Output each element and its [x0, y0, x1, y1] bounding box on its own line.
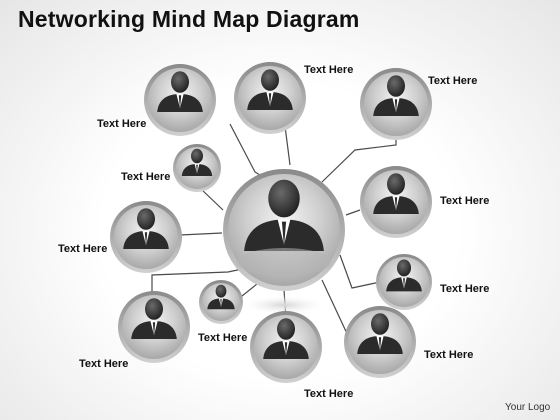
- node-9: [199, 280, 243, 324]
- person-icon: [244, 179, 324, 251]
- person-icon: [157, 71, 203, 112]
- node-10: [250, 311, 322, 383]
- person-icon: [357, 313, 403, 354]
- node-11: [344, 306, 416, 378]
- node-label: Text Here: [121, 171, 170, 183]
- node-label: Text Here: [79, 358, 128, 370]
- page-title: Networking Mind Map Diagram: [18, 6, 360, 32]
- person-icon: [373, 75, 419, 116]
- node-7: [376, 254, 432, 310]
- node-label: Text Here: [198, 332, 247, 344]
- node-circles: [110, 62, 432, 383]
- node-label: Text Here: [440, 283, 489, 295]
- connector-line: [345, 209, 361, 216]
- node-8: [118, 291, 190, 363]
- connector-line: [179, 232, 223, 236]
- node-label: Text Here: [58, 243, 107, 255]
- node-5: [360, 166, 432, 238]
- person-icon: [263, 318, 309, 359]
- connector-line: [339, 254, 381, 289]
- person-icon: [123, 208, 169, 249]
- node-label: Text Here: [440, 195, 489, 207]
- node-label: Text Here: [97, 118, 146, 130]
- connector-line: [321, 279, 351, 341]
- node-6: [110, 201, 182, 273]
- node-3: [360, 68, 432, 140]
- person-icon: [207, 284, 235, 310]
- connector-line: [151, 267, 248, 300]
- node-1: [144, 64, 216, 136]
- node-label: Text Here: [304, 388, 353, 400]
- node-2: [234, 62, 306, 134]
- connector-line: [199, 187, 224, 211]
- node-label: Text Here: [428, 75, 477, 87]
- center-node-shadow: [239, 295, 329, 315]
- connector-line: [284, 125, 291, 166]
- person-icon: [181, 148, 213, 176]
- person-icon: [373, 173, 419, 214]
- node-labels: Text Here Text Here Text Here Text Here …: [58, 64, 489, 400]
- person-icon: [386, 259, 422, 292]
- node-label: Text Here: [304, 64, 353, 76]
- logo-text: Your Logo: [505, 402, 551, 413]
- node-4: [173, 144, 221, 192]
- person-icon: [247, 69, 293, 110]
- center-node: [223, 169, 345, 315]
- person-icon: [131, 298, 177, 339]
- node-label: Text Here: [424, 349, 473, 361]
